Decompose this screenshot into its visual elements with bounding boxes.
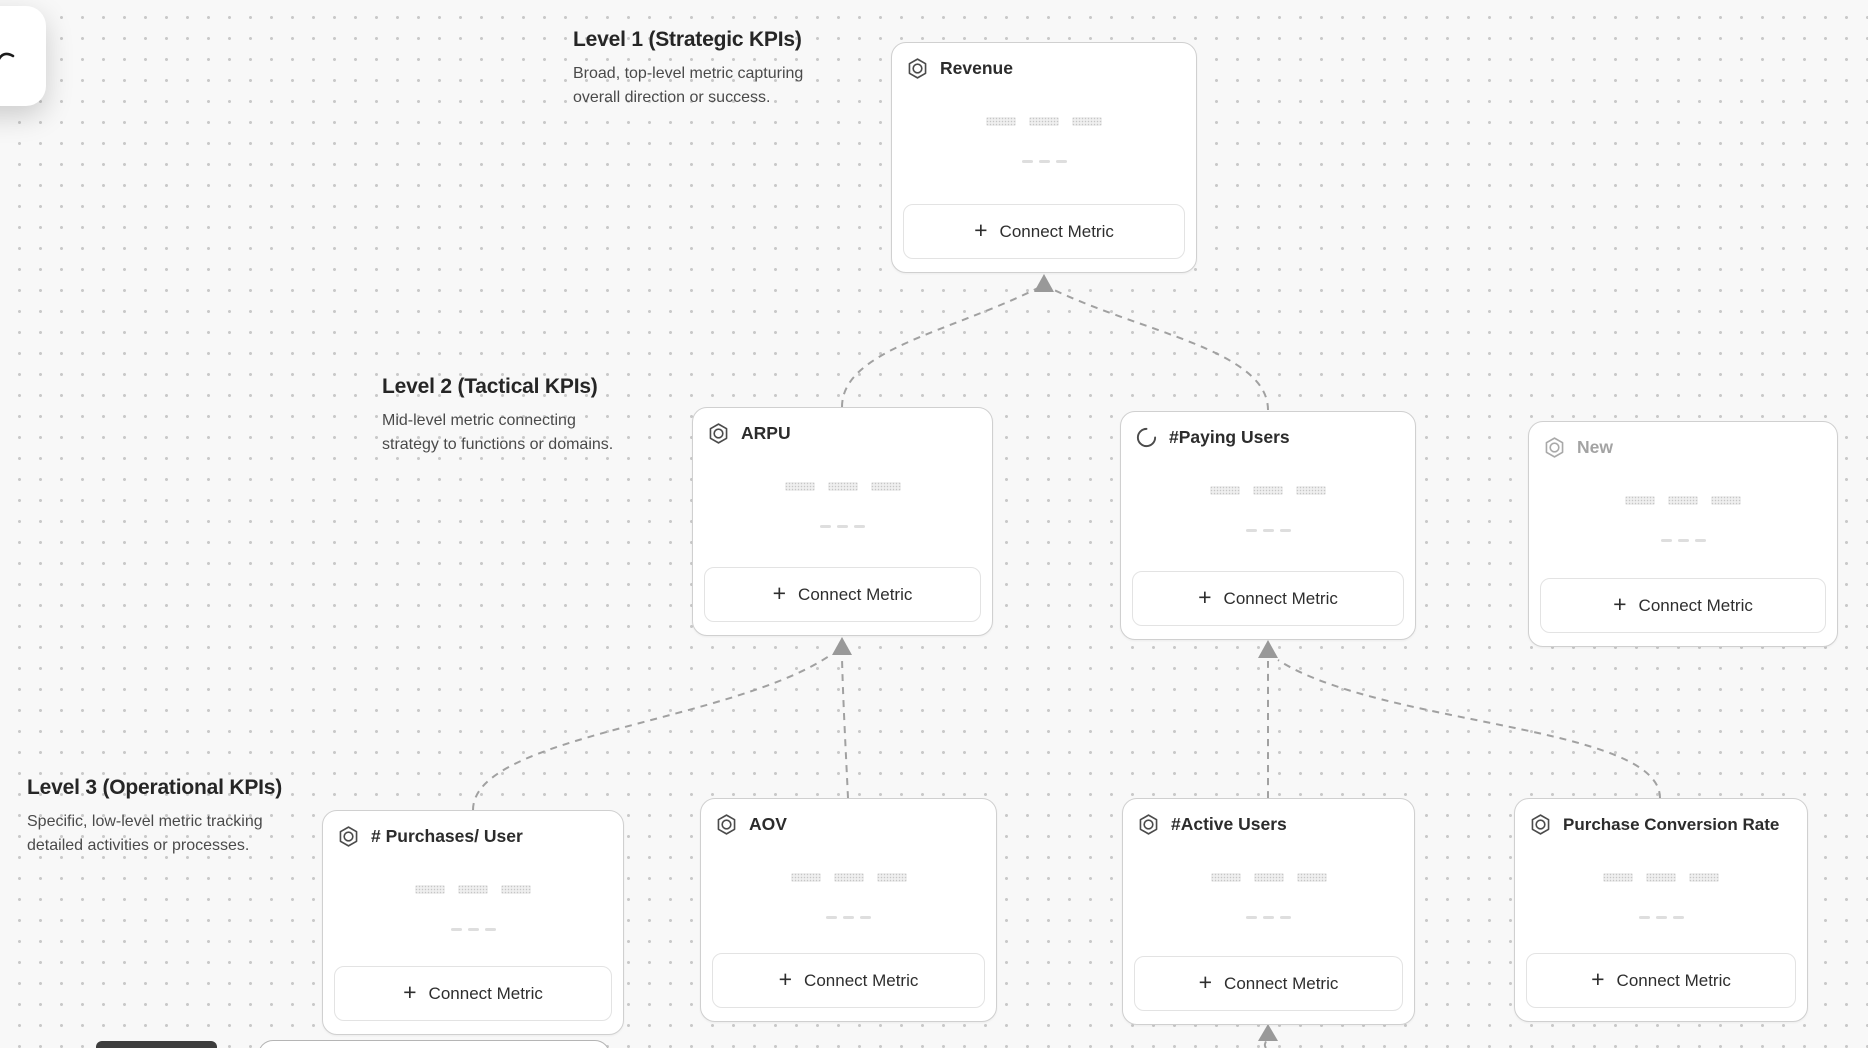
plus-icon: + bbox=[1613, 591, 1627, 617]
card-title: AOV bbox=[749, 814, 787, 834]
metric-card-new[interactable]: New + Connect Metric bbox=[1528, 421, 1838, 647]
plus-icon: + bbox=[403, 979, 417, 1005]
bottom-dark-bar[interactable] bbox=[96, 1041, 217, 1048]
hexagon-badge-icon bbox=[1543, 436, 1566, 459]
metric-card-purchase-conversion-rate[interactable]: Purchase Conversion Rate + Connect Metri… bbox=[1514, 798, 1808, 1022]
card-title: # Purchases/ User bbox=[371, 826, 523, 846]
skeleton-bars bbox=[701, 873, 996, 882]
skeleton-dashes bbox=[892, 160, 1196, 163]
connect-metric-label: Connect Metric bbox=[999, 221, 1114, 241]
connect-metric-button[interactable]: + Connect Metric bbox=[334, 966, 612, 1021]
card-header: # Purchases/ User bbox=[337, 825, 613, 848]
level1-description: Broad, top-level metric capturing overal… bbox=[573, 65, 804, 106]
hexagon-badge-icon bbox=[1137, 813, 1160, 836]
skeleton-bars bbox=[892, 117, 1196, 126]
connect-metric-button[interactable]: + Connect Metric bbox=[1132, 571, 1404, 626]
plus-icon: + bbox=[778, 966, 793, 992]
floating-toolbar-panel[interactable] bbox=[0, 6, 46, 106]
skeleton-bars bbox=[693, 482, 992, 491]
arrowhead-into-payingusers bbox=[1258, 640, 1278, 658]
metric-card-active-users[interactable]: #Active Users + Connect Metric bbox=[1122, 798, 1415, 1025]
plus-icon: + bbox=[1198, 584, 1212, 610]
skeleton-bars bbox=[1121, 486, 1415, 495]
plus-icon: + bbox=[772, 580, 787, 606]
metric-card-revenue[interactable]: Revenue + Connect Metric bbox=[891, 42, 1197, 273]
skeleton-bars bbox=[1529, 496, 1837, 505]
connect-metric-label: Connect Metric bbox=[1638, 595, 1753, 615]
card-header: Purchase Conversion Rate bbox=[1529, 813, 1797, 836]
skeleton-bars bbox=[323, 885, 623, 894]
arrowhead-into-activeusers bbox=[1258, 1024, 1278, 1041]
arrowhead-into-arpu bbox=[832, 637, 852, 655]
connector-payingusers-to-revenue bbox=[1049, 287, 1269, 411]
card-title: ARPU bbox=[741, 423, 791, 443]
hexagon-badge-icon bbox=[715, 813, 738, 836]
connector-pcr-to-payingusers bbox=[1277, 659, 1661, 799]
skeleton-dashes bbox=[693, 525, 992, 528]
arrowhead-into-revenue bbox=[1034, 274, 1054, 292]
card-title: Purchase Conversion Rate bbox=[1563, 814, 1780, 834]
skeleton-bars bbox=[1123, 873, 1414, 882]
card-title: New bbox=[1577, 437, 1613, 457]
partial-metric-card[interactable] bbox=[258, 1040, 610, 1048]
skeleton-bars bbox=[1515, 873, 1807, 882]
card-title: #Paying Users bbox=[1169, 427, 1290, 447]
level3-description: Specific, low-level metric tracking deta… bbox=[27, 813, 263, 854]
card-header: #Paying Users bbox=[1135, 426, 1405, 449]
connect-metric-label: Connect Metric bbox=[804, 970, 919, 990]
connector-purchases-to-arpu bbox=[472, 653, 833, 811]
card-header: ARPU bbox=[707, 422, 982, 445]
connect-metric-label: Connect Metric bbox=[798, 584, 913, 604]
level3-heading: Level 3 (Operational KPIs) bbox=[27, 776, 283, 799]
skeleton-dashes bbox=[1121, 529, 1415, 532]
connect-metric-label: Connect Metric bbox=[1224, 973, 1339, 993]
metric-card-purchases-per-user[interactable]: # Purchases/ User + Connect Metric bbox=[322, 810, 624, 1035]
metric-card-arpu[interactable]: ARPU + Connect Metric bbox=[692, 407, 993, 636]
metric-card-paying-users[interactable]: #Paying Users + Connect Metric bbox=[1120, 411, 1416, 640]
skeleton-dashes bbox=[701, 916, 996, 919]
connect-metric-label: Connect Metric bbox=[1223, 588, 1338, 608]
connect-metric-button[interactable]: + Connect Metric bbox=[704, 567, 981, 622]
card-header: AOV bbox=[715, 813, 986, 836]
card-header: New bbox=[1543, 436, 1827, 459]
plus-icon: + bbox=[974, 217, 988, 243]
level2-description: Mid-level metric connecting strategy to … bbox=[382, 412, 614, 453]
hexagon-badge-icon bbox=[707, 422, 730, 445]
skeleton-dashes bbox=[323, 928, 623, 931]
skeleton-dashes bbox=[1515, 916, 1807, 919]
plus-icon: + bbox=[1591, 966, 1605, 992]
connector-aov-to-arpu bbox=[841, 657, 849, 799]
cursor-stroke-icon bbox=[0, 46, 16, 71]
connect-metric-button[interactable]: + Connect Metric bbox=[1134, 956, 1403, 1011]
level2-heading: Level 2 (Tactical KPIs) bbox=[382, 375, 598, 398]
skeleton-dashes bbox=[1123, 916, 1414, 919]
connect-metric-label: Connect Metric bbox=[428, 983, 543, 1003]
connect-metric-label: Connect Metric bbox=[1616, 970, 1731, 990]
card-header: Revenue bbox=[906, 57, 1186, 80]
card-header: #Active Users bbox=[1137, 813, 1404, 836]
connect-metric-button[interactable]: + Connect Metric bbox=[903, 204, 1185, 259]
connect-metric-button[interactable]: + Connect Metric bbox=[1526, 953, 1796, 1008]
metric-card-aov[interactable]: AOV + Connect Metric bbox=[700, 798, 997, 1022]
hexagon-badge-icon bbox=[337, 825, 360, 848]
plus-icon: + bbox=[1198, 969, 1213, 995]
skeleton-dashes bbox=[1529, 539, 1837, 542]
connect-metric-button[interactable]: + Connect Metric bbox=[1540, 578, 1826, 633]
hexagon-badge-icon bbox=[1529, 813, 1552, 836]
connector-arpu-to-revenue bbox=[841, 287, 1039, 408]
card-title: Revenue bbox=[940, 58, 1013, 78]
spinner-icon bbox=[1135, 426, 1158, 449]
level1-heading: Level 1 (Strategic KPIs) bbox=[573, 28, 802, 51]
connect-metric-button[interactable]: + Connect Metric bbox=[712, 953, 985, 1008]
card-title: #Active Users bbox=[1171, 814, 1287, 834]
hexagon-badge-icon bbox=[906, 57, 929, 80]
